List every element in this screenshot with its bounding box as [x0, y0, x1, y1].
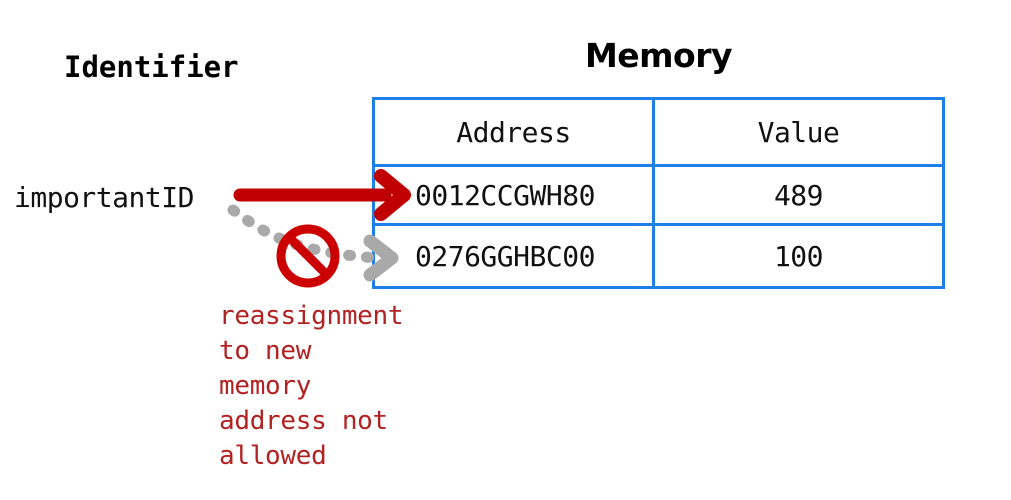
variable-name-label: importantID	[14, 181, 194, 214]
caption-line-5: allowed	[219, 441, 327, 471]
cell-value-1: 100	[773, 239, 824, 273]
caption-text: reassignment to new memory address not a…	[219, 299, 404, 474]
caption-line-3: memory	[219, 371, 312, 401]
gray-dotted-arrow-icon	[227, 204, 399, 282]
table-row: 0012CCGWH80 489	[375, 167, 942, 226]
table-header-row: Address Value	[375, 100, 942, 167]
no-entry-icon	[276, 224, 340, 288]
caption-line-1: reassignment	[219, 301, 404, 331]
identifier-heading: Identifier	[64, 50, 239, 84]
cell-value-0: 489	[773, 178, 824, 212]
cell-address-1: 0276GGHBC00	[375, 226, 655, 286]
cell-address-0: 0012CCGWH80	[375, 167, 655, 223]
table-row: 0276GGHBC00 100	[375, 226, 942, 286]
caption-line-2: to new	[219, 336, 312, 366]
memory-table: Address Value 0012CCGWH80 489 0276GGHBC0…	[372, 97, 945, 289]
memory-heading: Memory	[584, 36, 733, 75]
column-header-address: Address	[375, 100, 655, 164]
column-header-value: Value	[757, 115, 840, 149]
caption-line-4: address not	[219, 406, 388, 436]
